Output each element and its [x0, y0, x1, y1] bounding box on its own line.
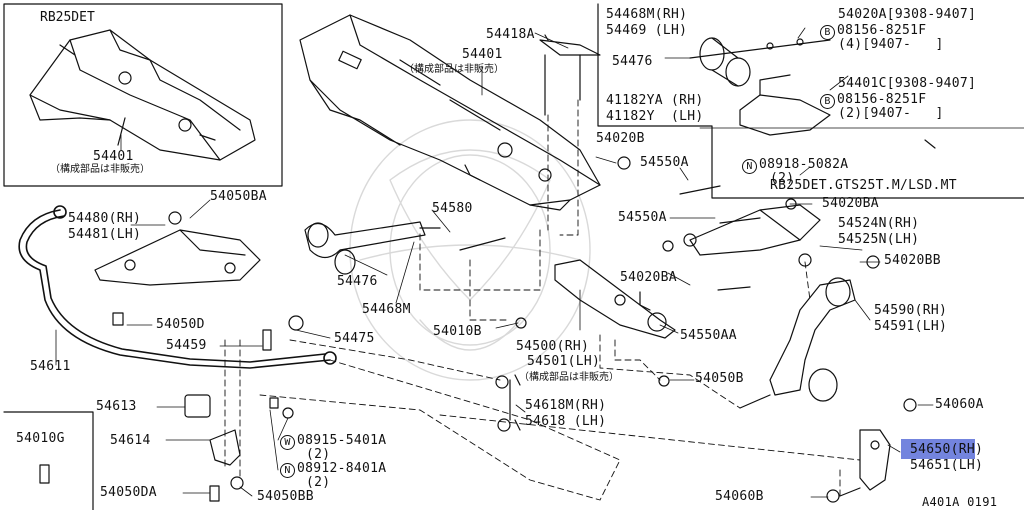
clamp-drawing [209, 429, 241, 466]
watermark-emblem [349, 119, 591, 381]
part-label-54401-inset[interactable]: 54401 [93, 149, 134, 164]
part-label-54468M-mid[interactable]: 54468M [362, 302, 411, 317]
part-label-54618M[interactable]: 54618M(RH) [525, 398, 607, 413]
circle-marker-n-icon: N [280, 463, 295, 478]
inset-engine-title: RB25DET [40, 10, 95, 25]
part-label-54020B[interactable]: 54020B [596, 131, 645, 146]
part-label-54459[interactable]: 54459 [166, 338, 207, 353]
part-label-41182YA[interactable]: 41182YA (RH) [606, 93, 704, 108]
main-crossmember-drawing [299, 14, 601, 211]
part-label-54020BA-2[interactable]: 54020BA [620, 270, 677, 285]
part-label-54476-mid[interactable]: 54476 [337, 274, 378, 289]
inset-crossmember-drawing [29, 29, 256, 161]
part-label-54481[interactable]: 54481(LH) [68, 227, 142, 242]
part-label-54020BB[interactable]: 54020BB [884, 253, 941, 268]
part-label-54480[interactable]: 54480(RH) [68, 211, 142, 226]
part-label-54050BA[interactable]: 54050BA [210, 189, 267, 204]
inset-not-sold-note: （構成部品は非販売） [50, 164, 150, 175]
part-label-54550A-2[interactable]: 54550A [618, 210, 667, 225]
part-label-54524N[interactable]: 54524N(RH) [838, 216, 920, 231]
circle-marker-b-icon: B [820, 94, 835, 109]
stud-rod-drawing [539, 34, 601, 116]
bracket-bushing-drawing [689, 37, 936, 149]
part-label-54060A[interactable]: 54060A [935, 397, 984, 412]
part-label-54501[interactable]: 54501(LH) [527, 354, 601, 369]
circle-marker-w-icon: W [280, 435, 295, 450]
selected-part-highlight [901, 439, 975, 459]
lower-arm-drawing [554, 259, 676, 339]
part-label-54401[interactable]: 54401 [462, 47, 503, 62]
part-label-54050BB[interactable]: 54050BB [257, 489, 314, 504]
link-bracket-drawing [94, 221, 441, 286]
stabilizer-bar-drawing [18, 205, 337, 369]
fasteners-drawing [39, 156, 917, 503]
part-qty-08912: (2) [306, 475, 331, 490]
part-label-54611[interactable]: 54611 [30, 359, 71, 374]
part-label-54050B[interactable]: 54050B [695, 371, 744, 386]
part-label-54468M-rh[interactable]: 54468M(RH) [606, 7, 688, 22]
part-label-54010G[interactable]: 54010G [16, 431, 65, 446]
part-label-54050DA[interactable]: 54050DA [100, 485, 157, 500]
part-label-54580[interactable]: 54580 [432, 201, 473, 216]
upper-arm-drawing [683, 204, 821, 267]
crossmember-not-sold-note: （構成部品は非販売） [404, 64, 504, 75]
bushing-drawing [184, 394, 211, 418]
part-label-54475[interactable]: 54475 [334, 331, 375, 346]
part-label-54418A[interactable]: 54418A [486, 27, 535, 42]
part-label-54500[interactable]: 54500(RH) [516, 339, 590, 354]
part-label-54020BA-1[interactable]: 54020BA [822, 196, 879, 211]
knuckle-drawing [739, 277, 856, 409]
part-qty-08156-a: (4)[9407- ] [838, 37, 944, 52]
figure-code: A401A 0191 [922, 495, 998, 509]
stabilizer-link-drawing [495, 374, 521, 432]
circle-marker-b-icon: B [820, 25, 835, 40]
bracket-group-frame [597, 3, 1024, 199]
part-qty-08156-b: (2)[9407- ] [838, 106, 944, 121]
assembly-guides [224, 99, 861, 501]
part-label-54469-lh[interactable]: 54469 (LH) [606, 23, 688, 38]
engine-application-note: RB25DET.GTS25T.M/LSD.MT [770, 178, 957, 193]
inset-frame-bottom [3, 411, 94, 510]
part-label-54476-top[interactable]: 54476 [612, 54, 653, 69]
part-label-54020A[interactable]: 54020A[9308-9407] [838, 7, 977, 22]
part-label-41182Y[interactable]: 41182Y (LH) [606, 109, 704, 124]
part-label-54614[interactable]: 54614 [110, 433, 151, 448]
part-label-54550AA[interactable]: 54550AA [680, 328, 737, 343]
part-label-54613[interactable]: 54613 [96, 399, 137, 414]
part-label-54525N[interactable]: 54525N(LH) [838, 232, 920, 247]
part-label-54591[interactable]: 54591(LH) [874, 319, 948, 334]
leader-lines [55, 27, 934, 498]
part-label-54650[interactable]: 54650(RH) [910, 442, 984, 457]
part-label-54050D[interactable]: 54050D [156, 317, 205, 332]
part-qty-08915: (2) [306, 447, 331, 462]
circle-marker-n-icon: N [742, 159, 757, 174]
part-label-54060B[interactable]: 54060B [715, 489, 764, 504]
part-label-54401C[interactable]: 54401C[9308-9407] [838, 76, 977, 91]
lower-bracket-drawing [839, 429, 891, 497]
part-qty-08918: (2) [770, 171, 795, 186]
part-label-54651[interactable]: 54651(LH) [910, 458, 984, 473]
lower-arm-not-sold-note: （構成部品は非販売） [519, 372, 619, 383]
inset-frame-top [3, 3, 283, 187]
part-label-54618[interactable]: 54618 (LH) [525, 414, 607, 429]
part-label-54590[interactable]: 54590(RH) [874, 303, 948, 318]
part-label-54010B[interactable]: 54010B [433, 324, 482, 339]
part-label-54550A-1[interactable]: 54550A [640, 155, 689, 170]
